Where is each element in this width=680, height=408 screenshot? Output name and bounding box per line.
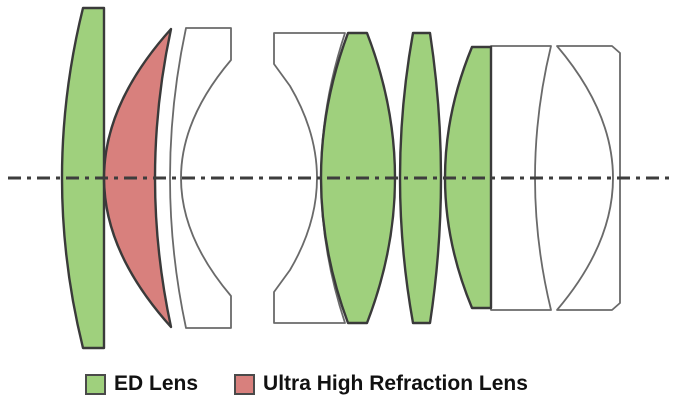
diagram-canvas [8,6,672,350]
element-7-ed-planoconvex [443,45,493,310]
ed-lens-label: ED Lens [114,372,199,395]
element-1-front-ed [60,6,106,350]
legend: ED Lens Ultra High Refraction Lens [0,366,680,402]
uhr-lens-swatch-icon [234,373,256,395]
element-2-uhr-meniscus [102,27,173,329]
ed-lens-swatch-icon [85,373,106,395]
lens-cross-section [8,6,672,350]
element-3-front-biconcave [169,27,232,329]
uhr-lens-label: Ultra High Refraction Lens [263,372,528,395]
legend-item-ed: ED Lens [85,372,198,396]
legend-item-uhr: Ultra High Refraction Lens [234,372,528,396]
element-9-rear-meniscus [556,45,621,311]
